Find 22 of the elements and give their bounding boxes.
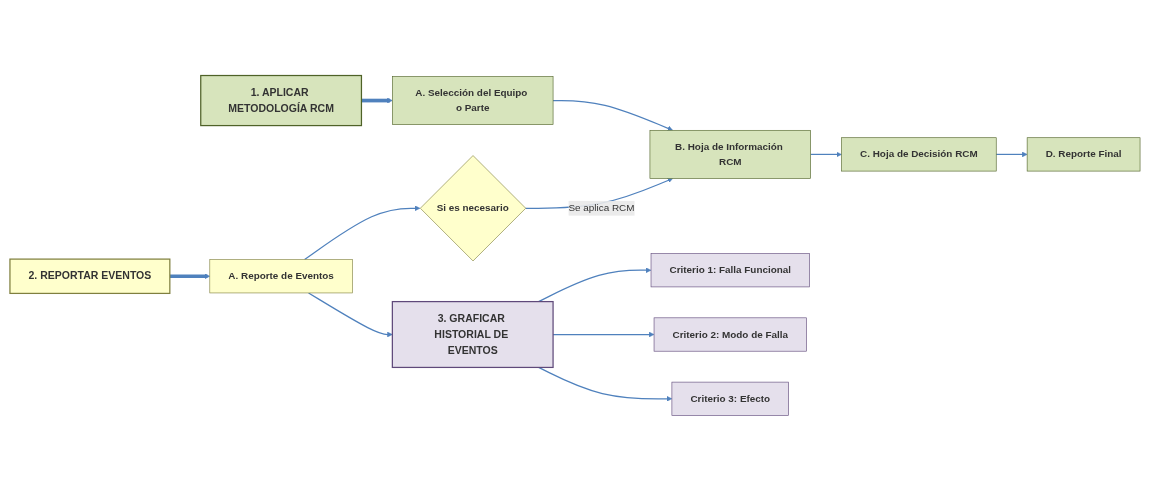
node-box: D. Reporte Final — [1026, 137, 1141, 172]
node-box: A. Selección del Equipo o Parte — [392, 76, 554, 125]
node-box: Criterio 1: Falla Funcional — [650, 253, 810, 288]
arrow — [169, 273, 211, 279]
arrow — [995, 151, 1028, 158]
node-diamond: Si es necesario — [420, 155, 527, 262]
node-box: 1. APLICAR METODOLOGÍA RCM — [200, 74, 363, 127]
node-box: 3. GRAFICAR HISTORIAL DE EVENTOS — [391, 301, 554, 369]
arrow — [552, 99, 673, 131]
node-box: 2. REPORTAR EVENTOS — [9, 258, 171, 294]
node-box: C. Hoja de Decisión RCM — [841, 137, 997, 172]
arrow — [538, 366, 673, 402]
arrow — [810, 151, 842, 158]
arrow — [304, 205, 421, 261]
node-box: Criterio 2: Modo de Falla — [653, 317, 807, 352]
node-box: A. Reporte de Eventos — [209, 259, 353, 294]
edge-label: Se aplica RCM — [568, 202, 635, 214]
arrow — [307, 292, 393, 338]
node-box: B. Hoja de Información RCM — [649, 130, 811, 179]
node-box: Criterio 3: Efecto — [671, 381, 789, 416]
arrow — [538, 267, 652, 303]
arrow — [361, 97, 393, 104]
